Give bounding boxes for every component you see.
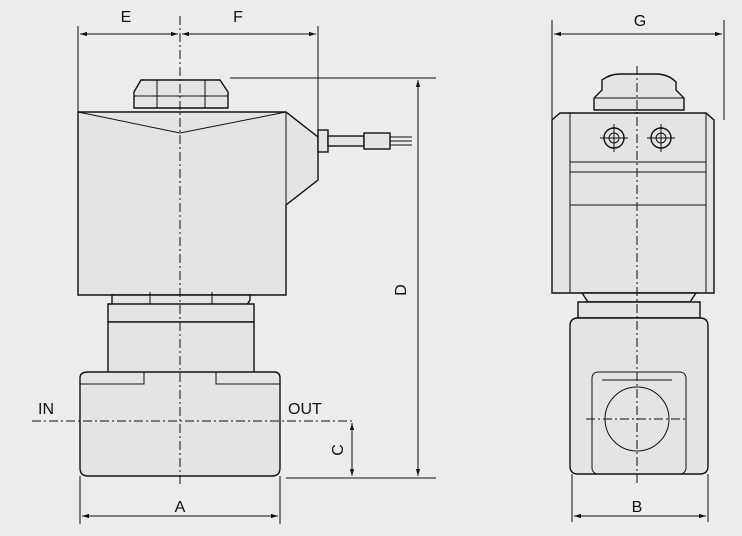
label-c: C (330, 444, 347, 456)
side-top-knob (593, 73, 685, 111)
label-a: A (175, 499, 186, 516)
label-e: E (121, 9, 132, 26)
side-coil-housing (551, 112, 715, 294)
side-view: G B (551, 13, 725, 522)
bonnet (107, 292, 255, 323)
terminal-screw-left (600, 124, 628, 152)
extension-lines-front (77, 26, 436, 524)
cable-connector (317, 129, 412, 153)
front-view: E F A IN OUT C D (32, 9, 436, 524)
side-bonnet (577, 292, 701, 319)
label-in: IN (38, 401, 54, 418)
top-nut (133, 79, 229, 109)
label-g: G (634, 13, 646, 30)
side-valve-body (569, 317, 709, 475)
label-f: F (233, 9, 243, 26)
terminal-screw-right (647, 124, 675, 152)
coil-housing (77, 111, 319, 296)
label-out: OUT (288, 401, 322, 418)
label-d: D (393, 284, 410, 296)
stem-block (107, 321, 255, 375)
label-b: B (632, 499, 643, 516)
extension-lines-side (551, 20, 725, 522)
